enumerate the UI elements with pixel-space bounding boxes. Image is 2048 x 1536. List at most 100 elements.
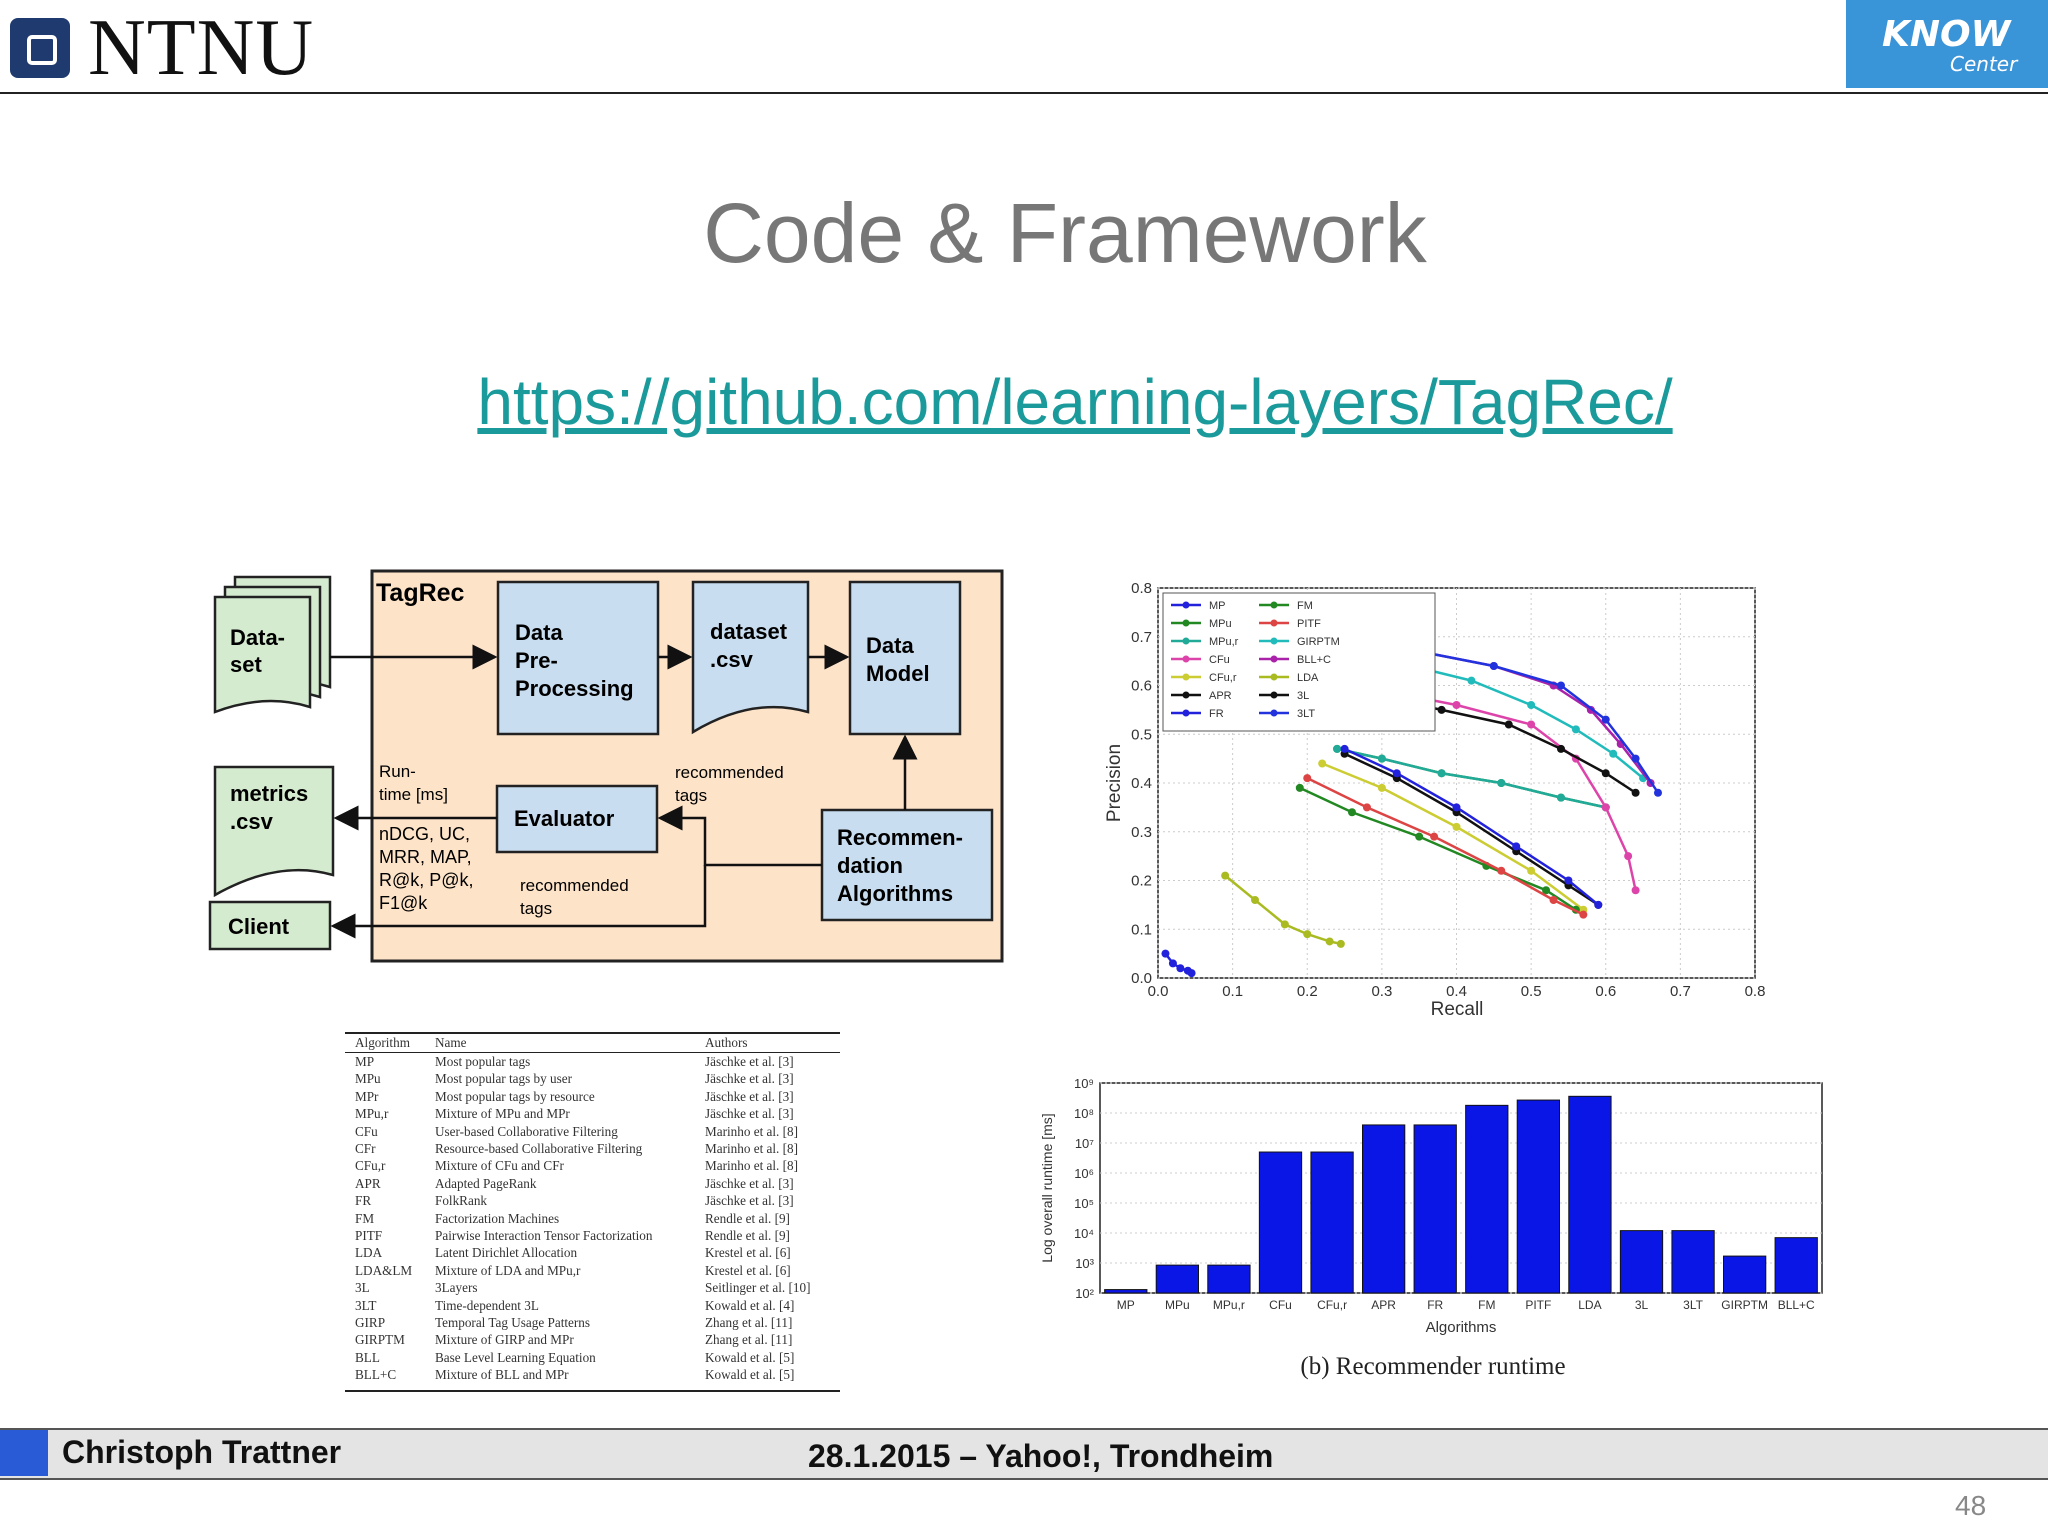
pr-data-point [1594,900,1603,909]
table-cell: GIRP [355,1315,386,1330]
table-cell: FR [355,1193,372,1209]
know-center-logo: KNOW Center [1846,0,2048,88]
table-cell: Marinho et al. [8] [705,1158,799,1174]
rt-bar [1207,1264,1251,1294]
pr-series-line [1418,650,1660,794]
pr-ytick-label: 0.0 [1131,970,1152,987]
slide-title: Code & Framework [703,186,1427,280]
rt-bar [1516,1099,1561,1294]
pr-legend-label: 3L [1297,690,1309,702]
pr-data-point [1161,949,1170,958]
table-cell: Most popular tags by user [435,1071,572,1087]
table-cell: CFr [355,1141,376,1156]
table-cell: Pairwise Interaction Tensor Factorizatio… [435,1228,653,1243]
table-cell: Jäschke et al. [3] [705,1193,794,1209]
pr-legend-marker [1270,601,1278,609]
table-cell: 3L [355,1280,370,1296]
rt-bar [1774,1237,1818,1294]
pr-data-point [1579,910,1588,919]
pr-legend-label: 3LT [1297,708,1315,720]
rt-bar [1258,1151,1303,1294]
pr-ytick-label: 0.4 [1131,775,1152,792]
rec-tags-bottom-1: recommended [520,876,629,895]
pr-data-point [1392,769,1401,778]
table-cell: MP [355,1054,375,1069]
table-header-algorithm: Algorithm [355,1035,410,1050]
pr-legend-marker [1182,673,1190,681]
pr-series-line [1299,786,1577,911]
table-cell: Mixture of GIRP and MPr [435,1332,574,1348]
pr-data-point [1497,866,1506,875]
pr-data-point [1467,676,1476,685]
rt-ytick-label: 10⁷ [1075,1136,1094,1151]
pr-data-point [1437,769,1446,778]
rt-ytick-label: 10² [1075,1286,1094,1301]
data-model-box [848,580,962,736]
rt-xtick-label: PITF [1525,1298,1551,1312]
pr-data-point [1377,754,1386,763]
table-cell: Kowald et al. [4] [705,1297,795,1313]
pr-ytick-label: 0.5 [1131,726,1152,743]
table-cell: Base Level Learning Equation [435,1349,596,1365]
rt-xtick-label: FM [1478,1298,1495,1312]
table-cell: Time-dependent 3L [435,1297,539,1313]
pr-xlabel: Recall [1431,999,1484,1020]
pr-data-point [1340,744,1349,753]
pr-data-point [1251,896,1260,904]
pr-legend-marker [1270,637,1278,645]
github-link[interactable]: https://github.com/learning-layers/TagRe… [477,366,1673,438]
rt-bar [1361,1124,1406,1294]
algorithms-box [820,808,994,922]
pr-legend-marker [1270,619,1278,627]
table-cell: Jäschke et al. [3] [705,1071,794,1087]
pr-data-point [1348,808,1357,817]
pr-ytick-label: 0.3 [1131,824,1152,841]
table-cell: PITF [355,1228,383,1243]
rt-xtick-label: 3L [1635,1298,1649,1312]
table-cell: Krestel et al. [6] [705,1245,791,1261]
table-header-name: Name [435,1035,467,1050]
pr-ytick-label: 0.6 [1131,678,1152,695]
pr-series-line [1336,747,1607,809]
rt-ytick-label: 10⁶ [1074,1166,1094,1181]
pr-legend-marker [1270,691,1278,699]
tagrec-framework-label: TagRec [376,579,465,607]
pr-data-point [1318,759,1327,768]
pr-legend-marker [1182,709,1190,717]
pr-legend-label: GIRPTM [1297,636,1340,648]
pr-data-point [1556,744,1565,753]
algorithms-label-1: Recommen- [837,825,963,850]
rt-bar [1155,1264,1200,1294]
rt-ytick-label: 10⁵ [1074,1196,1094,1211]
pr-xtick-label: 0.5 [1521,983,1542,1000]
table-cell: Mixture of CFu and CFr [435,1158,564,1174]
dataset-label-2: set [230,652,262,677]
pr-data-point [1556,681,1565,690]
header-divider [0,92,2048,94]
table-cell: APR [355,1175,381,1191]
table-header-rule [345,1052,840,1053]
know-logo-line2: Center [1950,52,2018,76]
pr-legend-marker [1182,637,1190,645]
pr-legend-marker [1182,601,1190,609]
pr-data-point [1631,886,1640,895]
rt-bar [1722,1255,1767,1294]
page-number: 48 [1955,1490,1987,1521]
pr-data-point [1303,774,1312,783]
table-cell: MPr [355,1088,379,1104]
metrics-list-4: F1@k [379,893,428,913]
metrics-list-3: R@k, P@k, [379,870,474,890]
client-label: Client [228,914,290,939]
pr-data-point [1415,832,1424,841]
pr-data-point [1489,662,1498,670]
pr-xtick-label: 0.4 [1446,983,1467,1000]
pr-data-point [1631,754,1640,763]
table-cell: LDA&LM [355,1262,413,1278]
table-cell: MPu [355,1071,381,1087]
pr-data-point [1527,720,1536,729]
pr-ytick-label: 0.1 [1131,921,1152,938]
pr-data-point [1362,803,1371,812]
pr-data-point [1527,866,1536,875]
rt-xtick-label: APR [1371,1298,1396,1312]
